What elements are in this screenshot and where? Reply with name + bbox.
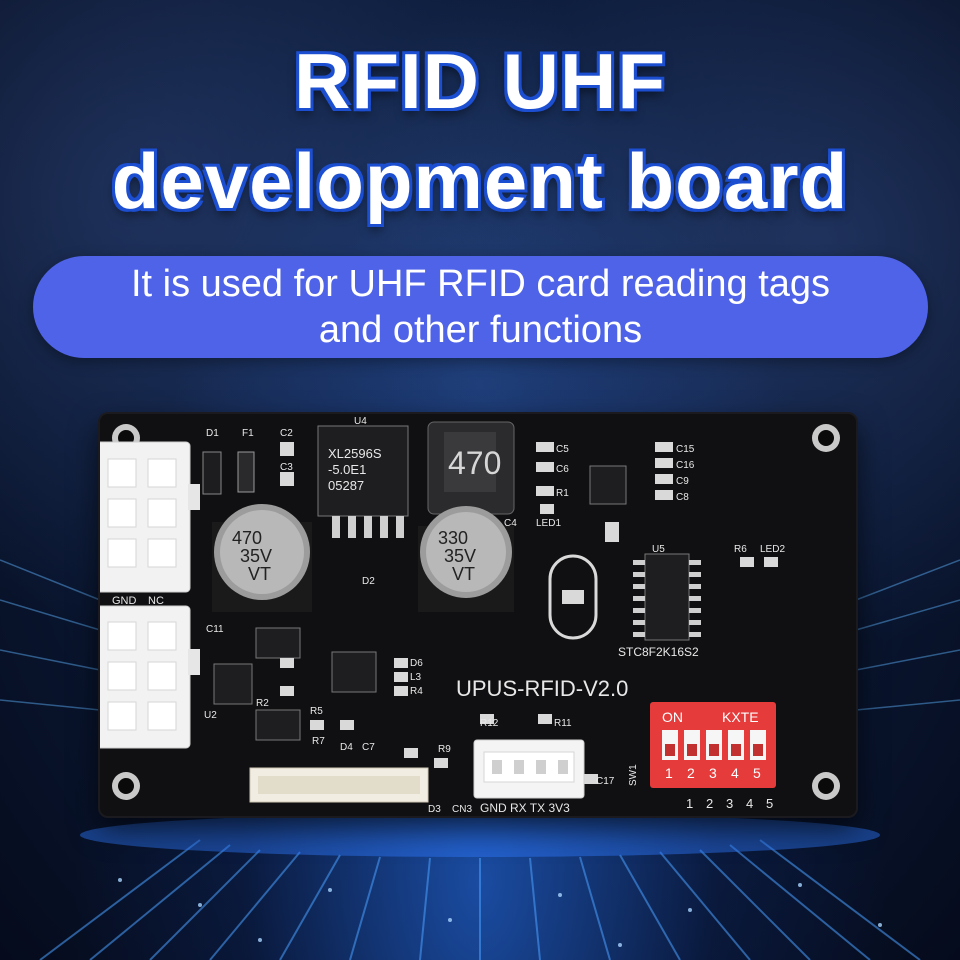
- dip-silk-1: 1: [686, 796, 693, 811]
- ref-c4: C4: [504, 518, 517, 529]
- ref-c5: C5: [556, 444, 569, 455]
- dip-switch: ON KXTE 1 2 3 4 5: [650, 702, 776, 788]
- regulator-line-2: -5.0E1: [328, 462, 366, 477]
- subtitle-line-2: and other functions: [318, 309, 643, 351]
- ref-r7: U2: [204, 710, 217, 721]
- dip-num-3: 3: [709, 765, 717, 781]
- regulator-line-3: 05287: [328, 478, 364, 493]
- ref-d3: R9: [438, 744, 451, 755]
- subtitle-line-1: It is used for UHF RFID card reading tag…: [130, 263, 831, 305]
- ref-r5: R2: [256, 698, 269, 709]
- mcu-label: STC8F2K16S2: [618, 645, 699, 659]
- cap1-brand: VT: [248, 564, 271, 584]
- ref-led2: LED2: [760, 544, 785, 555]
- dip-brand-label: KXTE: [722, 709, 759, 725]
- ref-l2: R5: [310, 706, 323, 717]
- dip-sw-label: SW1: [628, 764, 639, 786]
- title-line-2: development board: [111, 137, 849, 225]
- pcb-drawing: GND NC 470 35V VT XL2596S -5.0E1 05287: [94, 416, 840, 815]
- ref-r10: R11: [554, 718, 572, 729]
- ref-r1: R1: [556, 488, 569, 499]
- subtitle-banner: It is used for UHF RFID card reading tag…: [33, 256, 928, 358]
- ref-c16: C16: [676, 460, 695, 471]
- ref-r6: R6: [734, 544, 747, 555]
- uart-pin-labels: GND RX TX 3V3: [480, 801, 570, 815]
- dip-num-4: 4: [731, 765, 739, 781]
- capacitor-470uf: 470 35V VT: [212, 504, 312, 612]
- ref-c7: R7: [312, 736, 325, 747]
- dip-silk-2: 2: [706, 796, 713, 811]
- inductor-value: 470: [448, 445, 501, 481]
- ref-c17: CN3: [452, 804, 472, 815]
- ref-d1: D1: [206, 428, 219, 439]
- dip-num-5: 5: [753, 765, 761, 781]
- dip-num-2: 2: [687, 765, 695, 781]
- power-pin-nc-label: NC: [148, 595, 164, 607]
- title-line-1: RFID UHF: [294, 37, 666, 125]
- ref-d2: D2: [362, 576, 375, 587]
- cap2-voltage: 35V: [444, 546, 476, 566]
- ref-f1: F1: [242, 428, 254, 439]
- ref-c12: C17: [596, 776, 615, 787]
- dip-silk-4: 4: [746, 796, 753, 811]
- ref-u5: U5: [652, 544, 665, 555]
- ref-r4: D6: [410, 658, 423, 669]
- dip-num-1: 1: [665, 765, 673, 781]
- uart-connector: [473, 739, 585, 799]
- cap2-brand: VT: [452, 564, 475, 584]
- regulator-line-1: XL2596S: [328, 446, 382, 461]
- pcb-board: GND NC 470 35V VT XL2596S -5.0E1 05287: [94, 414, 856, 816]
- ref-r8: C11: [206, 624, 224, 635]
- ref-c6: C6: [556, 464, 569, 475]
- ref-c3: C3: [280, 462, 293, 473]
- ribbon-connector: [249, 767, 429, 803]
- dip-silk-5: 5: [766, 796, 773, 811]
- ref-c18: D3: [428, 804, 441, 815]
- ref-c9: C9: [676, 476, 689, 487]
- power-pin-gnd-label: GND: [112, 595, 137, 607]
- dip-silk-3: 3: [726, 796, 733, 811]
- cap1-value: 470: [232, 528, 262, 548]
- cap1-voltage: 35V: [240, 546, 272, 566]
- board-model-label: UPUS-RFID-V2.0: [456, 676, 628, 701]
- dip-on-label: ON: [662, 709, 683, 725]
- ref-led1: LED1: [536, 518, 561, 529]
- mcu-chip: STC8F2K16S2: [618, 553, 701, 659]
- ref-r9: R12: [480, 718, 499, 729]
- ref-r3: L3: [410, 672, 422, 683]
- ref-c15: C15: [676, 444, 695, 455]
- power-connector-bottom: [94, 605, 200, 749]
- inductor-470: 470: [427, 421, 515, 515]
- power-connector-top: [94, 441, 200, 593]
- ref-r12: D4: [340, 742, 353, 753]
- cap2-value: 330: [438, 528, 468, 548]
- ref-r11: C7: [362, 742, 375, 753]
- crystal-oscillator: [548, 554, 598, 640]
- ref-r2: R4: [410, 686, 423, 697]
- ref-u4: U4: [354, 416, 367, 427]
- ref-c2: C2: [280, 428, 293, 439]
- capacitor-330uf: 330 35V VT: [418, 506, 514, 612]
- ref-c8: C8: [676, 492, 689, 503]
- regulator-chip: XL2596S -5.0E1 05287: [317, 425, 409, 538]
